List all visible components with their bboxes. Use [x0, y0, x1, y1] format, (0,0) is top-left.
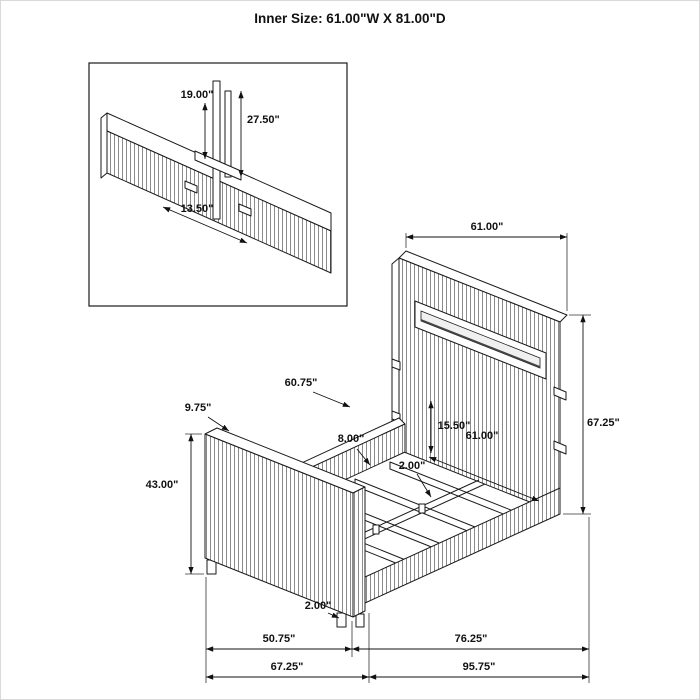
inset-bracket-foot — [184, 180, 198, 194]
right-side-rail — [364, 487, 561, 604]
dim-bracket-offset: 13.50" — [181, 203, 214, 215]
dim-center-rail-height: 2.00" — [399, 460, 426, 472]
dim-footboard-height: 43.00" — [146, 479, 179, 491]
inset-panel-left-cap — [100, 112, 108, 179]
headboard — [391, 250, 568, 515]
led-bar — [421, 319, 540, 368]
inset-detail: 19.00" 27.50" 13.50" — [88, 62, 348, 307]
dim-slat-clearance: 15.50" — [438, 420, 471, 432]
footboard-leg — [336, 612, 347, 628]
dim-inner-width: 61.00" — [466, 430, 499, 442]
dim-slat-offset: 8.00" — [338, 433, 365, 445]
dim-headboard-width: 61.00" — [471, 221, 504, 233]
dim-leg-height: 2.00" — [305, 600, 332, 612]
footboard-end-cap — [352, 486, 366, 618]
dim-headboard-height: 67.25" — [587, 417, 620, 429]
dim-bracket-extension: 19.00" — [181, 89, 214, 101]
inset-bracket-strut-2 — [224, 90, 232, 178]
center-rail-foot — [372, 524, 380, 535]
page-title: Inner Size: 61.00"W X 81.00"D — [254, 11, 446, 26]
bracket-mark-right-2 — [553, 440, 567, 455]
footboard — [204, 427, 366, 628]
footboard-leg — [355, 613, 365, 628]
dim-inner-depth: 76.25" — [455, 633, 488, 645]
dim-overall-depth: 95.75" — [463, 661, 496, 673]
bracket-mark-right-1 — [553, 386, 567, 401]
dim-footboard-front-width: 50.75" — [263, 633, 296, 645]
bracket-mark-left-1 — [391, 358, 401, 371]
dim-footboard-outer-width: 67.25" — [271, 661, 304, 673]
dim-side-rail-length: 60.75" — [285, 377, 318, 389]
center-rail-foot — [418, 503, 426, 514]
dim-rail-top-width: 9.75" — [185, 402, 212, 414]
dim-bracket-total-height: 27.50" — [247, 114, 280, 126]
dimensions: 61.00" 67.25" 60.75" 9.75" 43.00" 8.00" … — [146, 221, 620, 683]
inset-bracket-strut-1 — [212, 80, 221, 220]
